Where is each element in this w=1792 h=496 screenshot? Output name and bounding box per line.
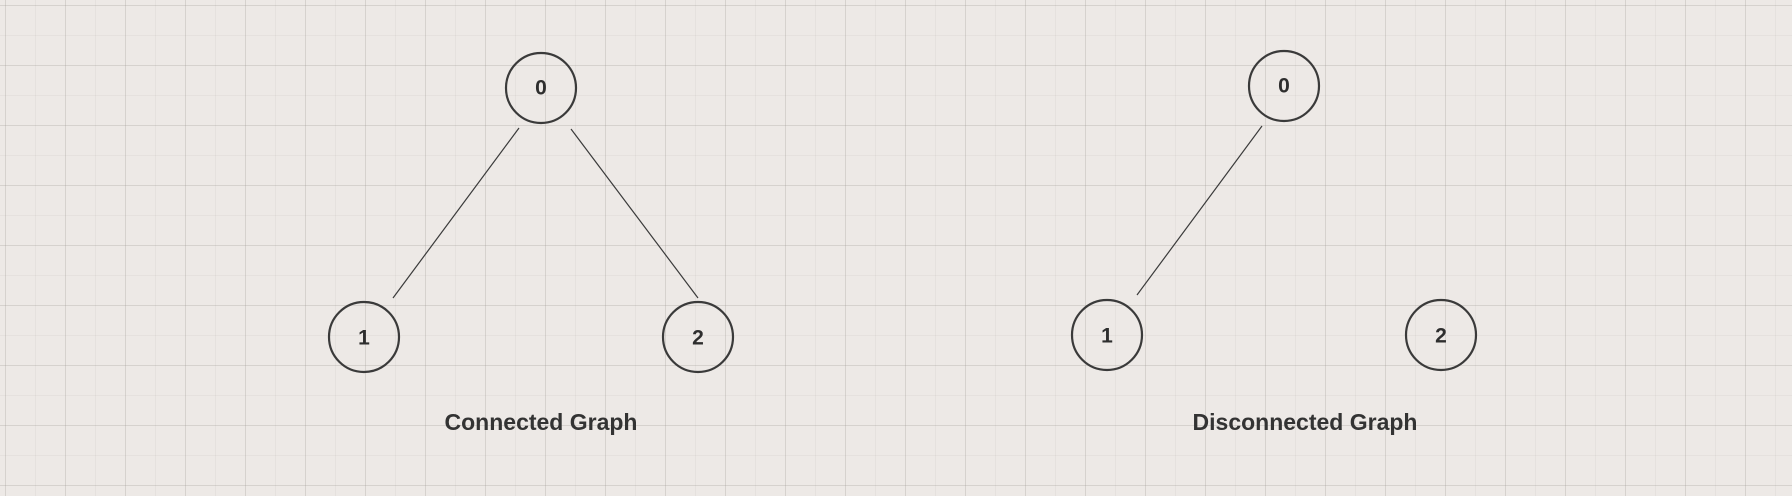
node-1-label: 1	[1101, 325, 1113, 348]
node-0-circle	[1247, 49, 1321, 123]
connected-graph-caption: Connected Graph	[445, 409, 638, 435]
node-2-label: 2	[1435, 325, 1447, 348]
node-1-circle	[327, 300, 401, 374]
edge-0-1	[392, 127, 520, 299]
node-0-label: 0	[1278, 75, 1290, 98]
node-0-circle	[504, 51, 578, 125]
edge-0-1	[1136, 125, 1263, 296]
node-2-label: 2	[692, 327, 704, 350]
node-1: 1	[327, 300, 401, 374]
node-2: 2	[661, 300, 735, 374]
node-0: 0	[1247, 49, 1321, 123]
node-0: 0	[504, 51, 578, 125]
node-1-circle	[1070, 298, 1144, 372]
disconnected-graph: 0 1 2 Disconnected Graph	[1070, 49, 1478, 435]
node-2: 2	[1404, 298, 1478, 372]
disconnected-graph-caption: Disconnected Graph	[1193, 409, 1418, 435]
node-1-label: 1	[358, 327, 370, 350]
node-2-circle	[1404, 298, 1478, 372]
edge-0-2	[570, 128, 699, 299]
node-0-label: 0	[535, 77, 547, 100]
connected-graph: 0 1 2 Connected Graph	[327, 51, 735, 435]
node-1: 1	[1070, 298, 1144, 372]
node-2-circle	[661, 300, 735, 374]
